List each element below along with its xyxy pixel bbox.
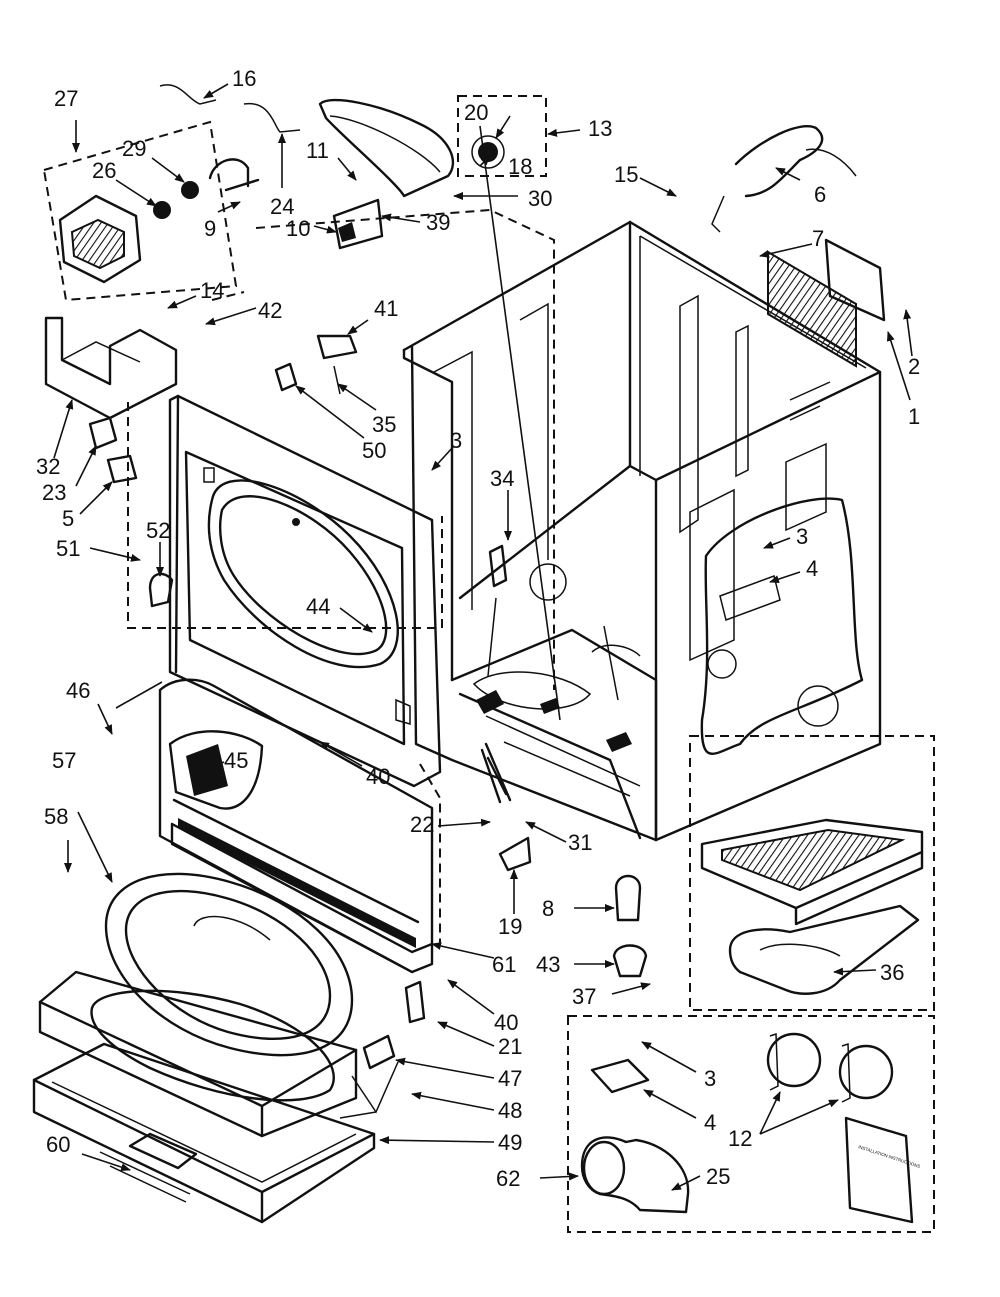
callout-62: 62 xyxy=(496,1166,520,1191)
callout-36: 36 xyxy=(880,960,904,985)
callout-50: 50 xyxy=(362,438,386,463)
callout-10: 10 xyxy=(286,216,310,241)
callout-3-front: 3 xyxy=(450,428,462,453)
callout-44: 44 xyxy=(306,594,330,619)
callout-19: 19 xyxy=(498,914,522,939)
callout-8: 8 xyxy=(542,896,554,921)
callout-41: 41 xyxy=(374,296,398,321)
right-small-parts xyxy=(404,125,886,1024)
lint-screen-assembly xyxy=(700,818,924,995)
cabinet-shell xyxy=(402,220,882,842)
motor-bracket-group xyxy=(44,84,505,608)
callout-47: 47 xyxy=(498,1066,522,1091)
callout-4-right: 4 xyxy=(806,556,818,581)
callout-60: 60 xyxy=(46,1132,70,1157)
callout-21: 21 xyxy=(498,1034,522,1059)
callout-11: 11 xyxy=(306,138,329,163)
callout-32: 32 xyxy=(36,454,60,479)
callout-35: 35 xyxy=(372,412,396,437)
callout-39: 39 xyxy=(426,210,450,235)
callout-24: 24 xyxy=(270,194,294,219)
callout-18: 18 xyxy=(508,154,532,179)
callout-5: 5 xyxy=(62,506,74,531)
callout-6: 6 xyxy=(814,182,826,207)
callout-22: 22 xyxy=(410,812,434,837)
callout-15: 15 xyxy=(614,162,638,187)
callout-1: 1 xyxy=(908,404,920,429)
front-panel xyxy=(168,394,442,788)
callout-51: 51 xyxy=(56,536,80,561)
callout-16: 16 xyxy=(232,66,256,91)
callout-45: 45 xyxy=(224,748,248,773)
manual-title-text: INSTALLATION INSTRUCTIONS xyxy=(858,1144,921,1169)
callout-48: 48 xyxy=(498,1098,522,1123)
callout-30: 30 xyxy=(528,186,552,211)
group-boxes xyxy=(42,95,935,1011)
callout-34: 34 xyxy=(490,466,514,491)
callout-43: 43 xyxy=(536,952,560,977)
callout-25: 25 xyxy=(706,1164,730,1189)
callout-40-lower: 40 xyxy=(494,1010,518,1035)
callout-23: 23 xyxy=(42,480,66,505)
callout-40-front: 40 xyxy=(366,764,390,789)
callout-46: 46 xyxy=(66,678,90,703)
callout-49: 49 xyxy=(498,1130,522,1155)
door-assembly xyxy=(32,872,399,1224)
callout-7: 7 xyxy=(812,226,824,251)
toe-panel xyxy=(158,678,434,974)
leader-lines xyxy=(53,83,913,1191)
callout-14: 14 xyxy=(200,278,224,303)
callout-37: 37 xyxy=(572,984,596,1009)
callout-3-kit: 3 xyxy=(704,1066,716,1091)
callout-9: 9 xyxy=(204,216,216,241)
callout-57: 57 xyxy=(52,748,76,773)
callout-12: 12 xyxy=(728,1126,752,1151)
callout-31: 31 xyxy=(568,830,592,855)
callout-4-kit: 4 xyxy=(704,1110,716,1135)
callout-27: 27 xyxy=(54,86,78,111)
callout-3-right: 3 xyxy=(796,524,808,549)
callout-26: 26 xyxy=(92,158,116,183)
callout-13: 13 xyxy=(588,116,612,141)
callout-labels: 1 2 3 3 3 3 4 4 5 6 7 8 9 10 11 12 13 14… xyxy=(36,66,920,1191)
callout-20: 20 xyxy=(464,100,488,125)
parts-kit: INSTALLATION INSTRUCTIONS xyxy=(567,1015,935,1233)
callout-61: 61 xyxy=(492,952,516,977)
callout-52: 52 xyxy=(146,518,170,543)
callout-2: 2 xyxy=(908,354,920,379)
callout-42: 42 xyxy=(258,298,282,323)
callout-29: 29 xyxy=(122,136,146,161)
callout-58: 58 xyxy=(44,804,68,829)
